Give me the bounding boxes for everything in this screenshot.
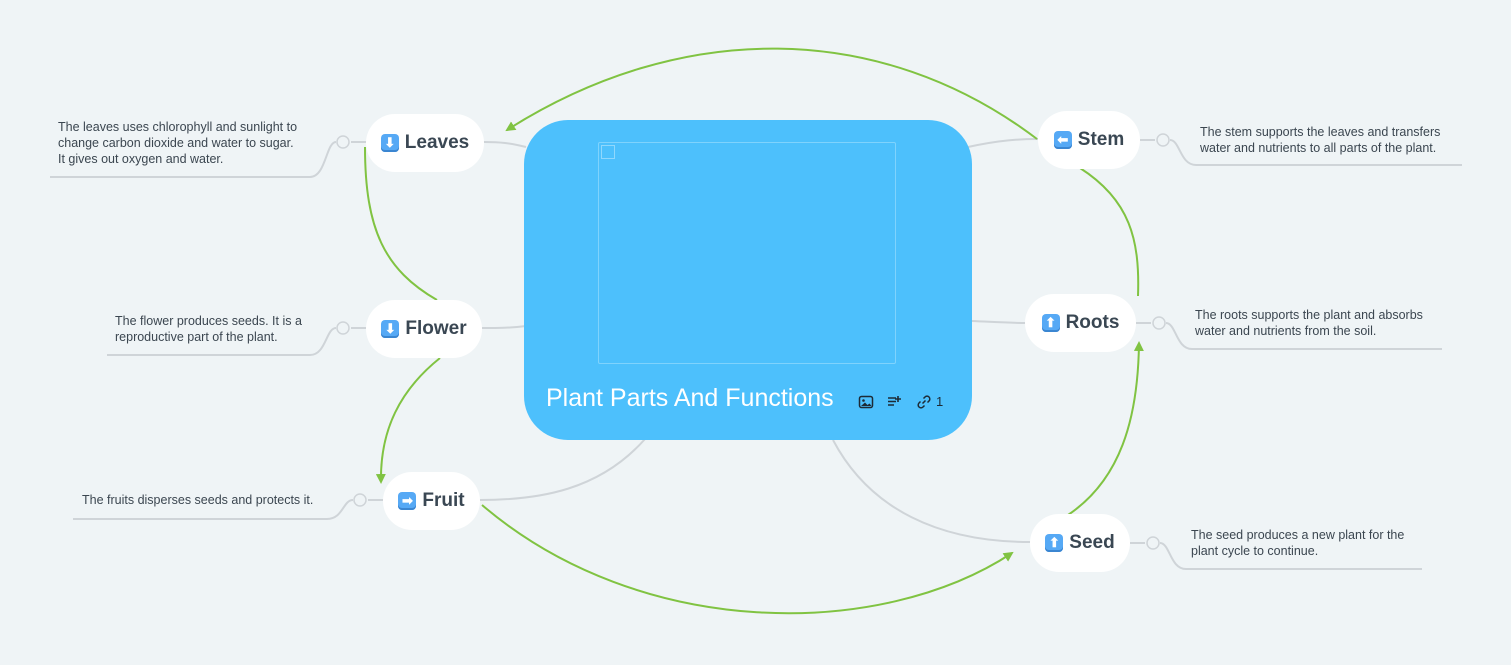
branch-line-leaves (483, 141, 527, 148)
description-line: change carbon dioxide and water to sugar… (58, 136, 294, 150)
up-arrow-emoji-icon: ⬆ (1041, 314, 1060, 332)
topic-roots[interactable]: ⬆ Roots (1025, 294, 1136, 352)
description-seed[interactable]: The seed produces a new plant for the pl… (1191, 527, 1426, 559)
collapse-handle-fruit[interactable] (353, 493, 367, 507)
description-line: reproductive part of the plant. (115, 330, 278, 344)
description-line: The flower produces seeds. It is a (115, 314, 302, 328)
notes-icon[interactable] (886, 394, 902, 410)
desc-line-leaves (50, 141, 366, 178)
description-line: The leaves uses chlorophyll and sunlight… (58, 120, 298, 134)
central-topic[interactable]: Plant Parts And Functions 1 (524, 120, 972, 440)
description-line: The stem supports the leaves and transfe… (1200, 125, 1441, 139)
description-line: It gives out oxygen and water. (58, 152, 224, 166)
central-topic-title: Plant Parts And Functions (546, 384, 834, 412)
description-line: water and nutrients to all parts of the … (1200, 141, 1437, 155)
relationship-leaves-to-flower[interactable] (364, 146, 438, 301)
topic-label: Roots (1065, 312, 1120, 333)
description-line: The roots supports the plant and absorbs (1195, 308, 1423, 322)
desc-line-stem (1140, 139, 1462, 166)
description-flower[interactable]: The flower produces seeds. It is a repro… (115, 313, 330, 345)
topic-label: Stem (1077, 129, 1125, 150)
image-icon[interactable] (858, 394, 874, 410)
description-fruit[interactable]: The fruits disperses seeds and protects … (82, 492, 344, 508)
topic-image-placeholder (598, 142, 896, 364)
desc-line-flower (107, 327, 366, 356)
collapse-handle-flower[interactable] (336, 321, 350, 335)
collapse-handle-seed[interactable] (1146, 536, 1160, 550)
link-icon[interactable] (916, 394, 932, 410)
left-arrow-emoji-icon: ⬅ (1053, 131, 1072, 149)
topic-leaves[interactable]: ⬇ Leaves (366, 114, 484, 172)
topic-label: Seed (1069, 532, 1115, 553)
down-arrow-emoji-icon: ⬇ (381, 320, 400, 338)
down-arrow-emoji-icon: ⬇ (380, 134, 399, 152)
branch-line-stem (967, 138, 1039, 148)
topic-flower[interactable]: ⬇ Flower (366, 300, 482, 358)
topic-fruit[interactable]: ➡ Fruit (383, 472, 480, 530)
desc-line-roots (1136, 322, 1442, 350)
relationship-fruit-to-seed[interactable] (481, 504, 1014, 615)
description-line: water and nutrients from the soil. (1195, 324, 1377, 338)
collapse-handle-roots[interactable] (1152, 316, 1166, 330)
topic-label: Leaves (404, 132, 470, 153)
relationship-roots-to-stem[interactable] (1079, 167, 1140, 297)
description-leaves[interactable]: The leaves uses chlorophyll and sunlight… (58, 119, 328, 167)
topic-stem[interactable]: ⬅ Stem (1038, 111, 1140, 169)
link-count: 1 (936, 394, 944, 409)
description-line: The fruits disperses seeds and protects … (82, 493, 314, 507)
collapse-handle-stem[interactable] (1156, 133, 1170, 147)
topic-label: Fruit (422, 490, 465, 511)
branch-line-roots (971, 320, 1027, 324)
relationship-seed-to-roots[interactable] (1067, 341, 1144, 516)
desc-line-seed (1130, 542, 1422, 570)
up-arrow-emoji-icon: ⬆ (1045, 534, 1064, 552)
description-line: plant cycle to continue. (1191, 544, 1319, 558)
branch-line-flower (481, 325, 527, 329)
topic-seed[interactable]: ⬆ Seed (1030, 514, 1130, 572)
broken-image-icon (601, 145, 615, 159)
description-roots[interactable]: The roots supports the plant and absorbs… (1195, 307, 1445, 339)
collapse-handle-leaves[interactable] (336, 135, 350, 149)
branch-line-fruit (479, 438, 646, 501)
relationship-stem-to-leaves[interactable] (505, 47, 1038, 140)
branch-line-seed (832, 439, 1031, 543)
relationship-flower-to-fruit[interactable] (375, 357, 441, 484)
topic-label: Flower (405, 318, 467, 339)
description-line: The seed produces a new plant for the (1191, 528, 1405, 542)
right-arrow-emoji-icon: ➡ (398, 492, 417, 510)
desc-line-fruit (73, 499, 383, 520)
description-stem[interactable]: The stem supports the leaves and transfe… (1200, 124, 1462, 156)
